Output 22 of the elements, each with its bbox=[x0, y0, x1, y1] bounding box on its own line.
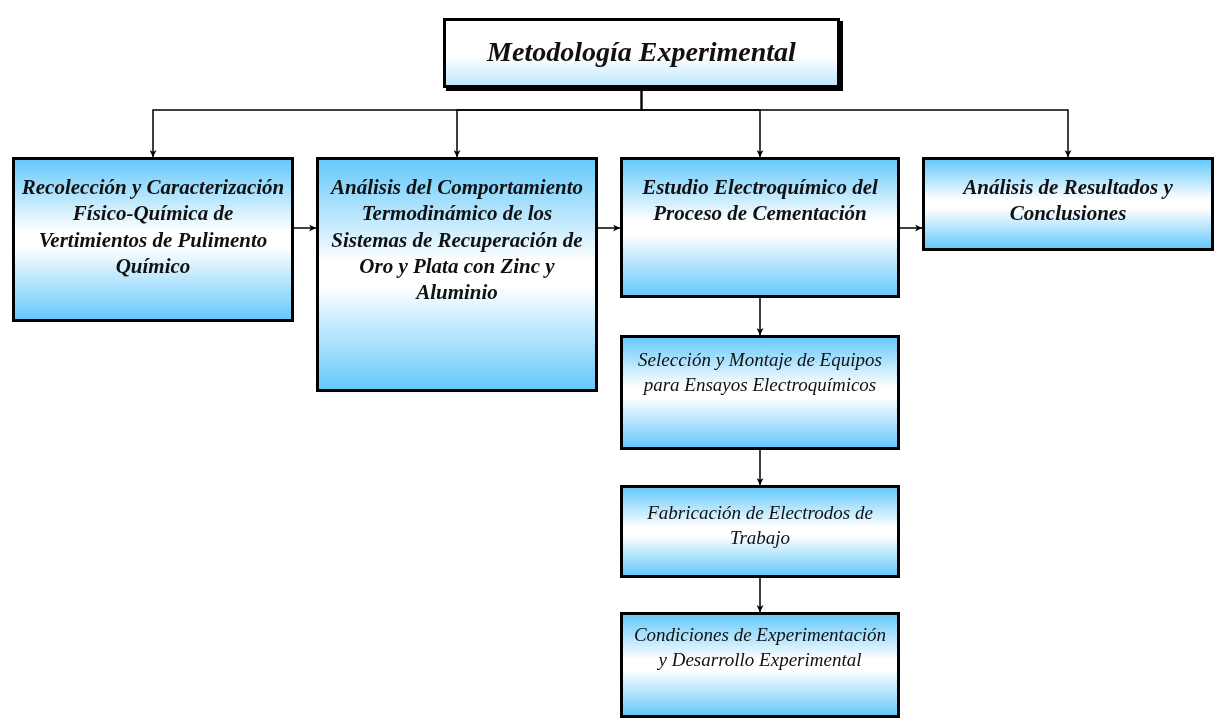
arrow bbox=[756, 577, 764, 613]
arrow bbox=[899, 224, 923, 232]
box-label: Selección y Montaje de Equipos para Ensayos Electroquímicos bbox=[637, 348, 883, 397]
process-box bbox=[316, 157, 598, 392]
box-label: Estudio Electroquímico del Proceso de Cementación bbox=[641, 174, 879, 227]
box-label: Fabricación de Electrodos de Trabajo bbox=[646, 501, 874, 550]
box-label: Condiciones de Experimentación y Desarrollo Experimental bbox=[632, 623, 888, 672]
arrow bbox=[756, 297, 764, 336]
box-label: Análisis de Resultados y Conclusiones bbox=[961, 174, 1174, 227]
box-label: Análisis del Comportamiento Termodinámico de los Sistemas de Recuperación de Oro y Plata con Zinc y Aluminio bbox=[329, 174, 584, 306]
box-label: Metodología Experimental bbox=[487, 35, 796, 69]
arrow bbox=[293, 224, 317, 232]
process-box bbox=[922, 157, 1214, 251]
arrow bbox=[756, 449, 764, 486]
process-box bbox=[620, 485, 900, 578]
title-box bbox=[443, 18, 840, 88]
process-box bbox=[620, 612, 900, 718]
process-box bbox=[12, 157, 294, 322]
box-label: Recolección y Caracterización Físico-Química de Vertimientos de Pulimento Químico bbox=[21, 174, 285, 279]
process-box bbox=[620, 335, 900, 450]
process-box bbox=[620, 157, 900, 298]
arrow bbox=[597, 224, 621, 232]
